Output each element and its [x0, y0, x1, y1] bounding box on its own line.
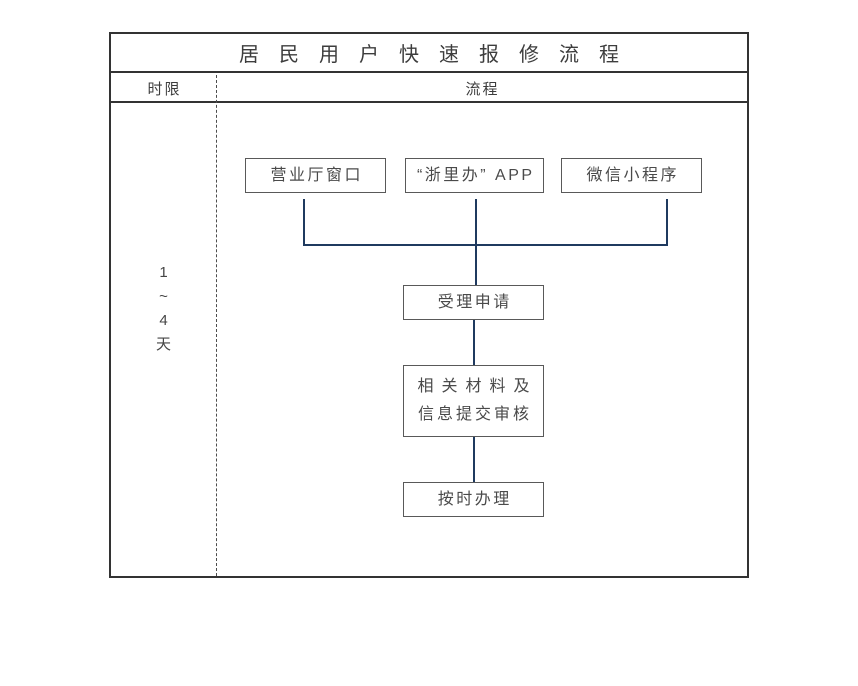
flow-box-label: 按时办理 [437, 490, 512, 508]
header-time-limit-label: 时限 [147, 80, 182, 98]
flow-box-zheliban-app: “浙里办” APP [405, 158, 544, 193]
page-title: 居民用户快速报修流程 [239, 44, 639, 66]
title-row: 居民用户快速报修流程 [111, 34, 747, 73]
time-limit-char: 4 [159, 312, 168, 329]
flow-box-label: 受理申请 [437, 293, 512, 311]
flow-box-business-hall: 营业厅窗口 [245, 158, 386, 193]
flow-box-label-line2: 信息提交审核 [417, 406, 532, 423]
flow-box-label-line1: 相关材料及 [417, 378, 538, 395]
column-divider-dashed [216, 75, 217, 576]
connector-line [473, 320, 475, 365]
flowchart-table: 居民用户快速报修流程 时限 流程 1 ~ 4 天 营业厅窗口 “浙里办” APP… [109, 32, 749, 578]
flow-box-accept-application: 受理申请 [403, 285, 544, 320]
flow-box-label: “浙里办” APP [416, 166, 535, 184]
connector-line [303, 199, 305, 245]
connector-line [666, 199, 668, 245]
time-limit-char: ~ [159, 288, 168, 305]
flow-box-label: 营业厅窗口 [270, 166, 363, 184]
time-limit-char: 天 [155, 336, 171, 353]
connector-line [475, 199, 477, 285]
header-row: 时限 流程 [111, 75, 747, 103]
connector-line [473, 437, 475, 482]
time-limit-value: 1 ~ 4 天 [111, 261, 216, 357]
header-process-label: 流程 [465, 80, 500, 98]
flow-box-label: 微信小程序 [586, 166, 679, 184]
connector-merge-line [303, 244, 668, 246]
header-cell-time-limit: 时限 [111, 75, 216, 101]
flow-box-materials-review: 相关材料及 信息提交审核 [403, 365, 544, 437]
time-limit-char: 1 [159, 264, 168, 281]
flow-box-wechat-miniprogram: 微信小程序 [561, 158, 702, 193]
header-cell-process: 流程 [216, 75, 747, 101]
flow-box-handle-on-time: 按时办理 [403, 482, 544, 517]
